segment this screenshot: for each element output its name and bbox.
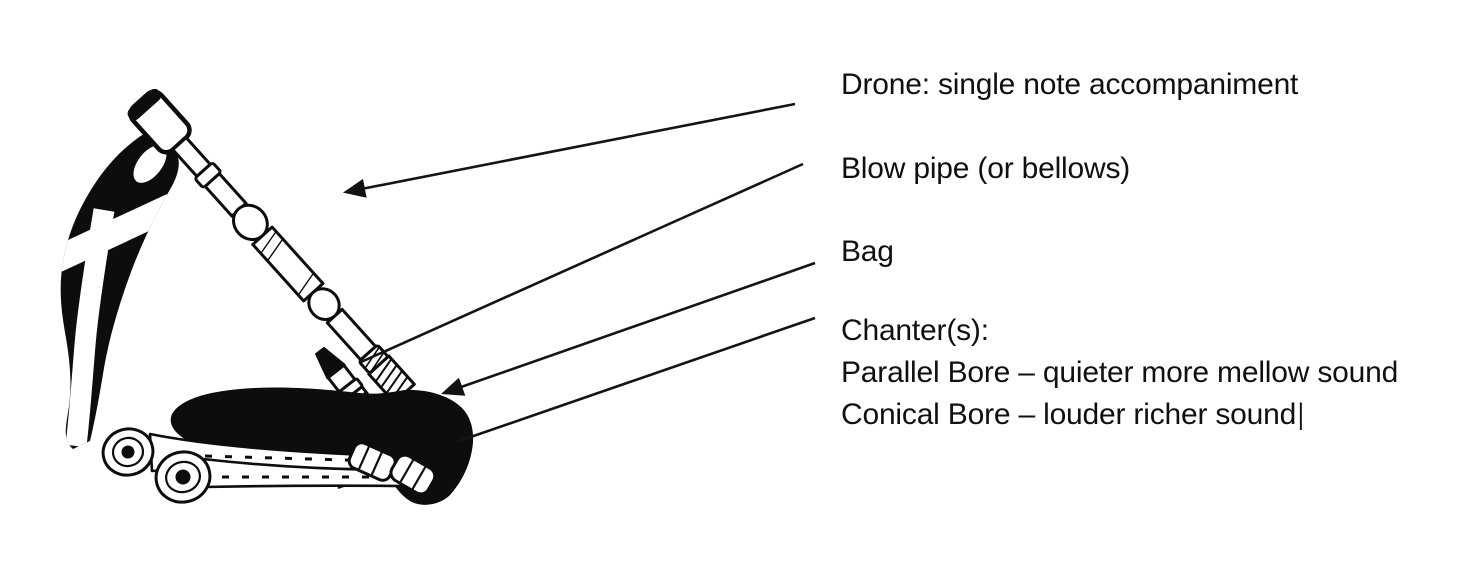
chanter-leader-line[interactable] bbox=[458, 316, 816, 443]
chanter-stock bbox=[347, 441, 397, 482]
bagpipe-illustration[interactable] bbox=[56, 88, 474, 508]
chanter-bell-upper bbox=[101, 427, 155, 477]
label-chanter-conical-text: Conical Bore – louder richer sound bbox=[841, 398, 1297, 431]
flag-icon bbox=[60, 129, 179, 449]
label-chanter-title[interactable]: Chanter(s): bbox=[841, 314, 989, 347]
label-chanter-parallel[interactable]: Parallel Bore – quieter more mellow soun… bbox=[841, 356, 1399, 389]
label-drone[interactable]: Drone: single note accompaniment bbox=[841, 68, 1299, 101]
chanter-bell-lower bbox=[154, 450, 212, 504]
label-chanter-block[interactable]: Chanter(s): Parallel Bore – quieter more… bbox=[841, 310, 1398, 436]
blow-pipe-leader-line[interactable] bbox=[360, 162, 804, 364]
drone-pipe bbox=[127, 88, 416, 404]
drone-leader-line[interactable] bbox=[342, 102, 796, 198]
text-cursor: | bbox=[1297, 398, 1304, 431]
leader-lines bbox=[342, 102, 816, 443]
bag-leader-line[interactable] bbox=[441, 261, 816, 396]
label-bag[interactable]: Bag bbox=[841, 235, 894, 268]
label-chanter-conical[interactable]: Conical Bore – louder richer sound| bbox=[841, 394, 1398, 436]
label-blow-pipe[interactable]: Blow pipe (or bellows) bbox=[841, 152, 1131, 185]
chanters bbox=[101, 427, 437, 504]
chanter-stock-2 bbox=[389, 453, 437, 496]
